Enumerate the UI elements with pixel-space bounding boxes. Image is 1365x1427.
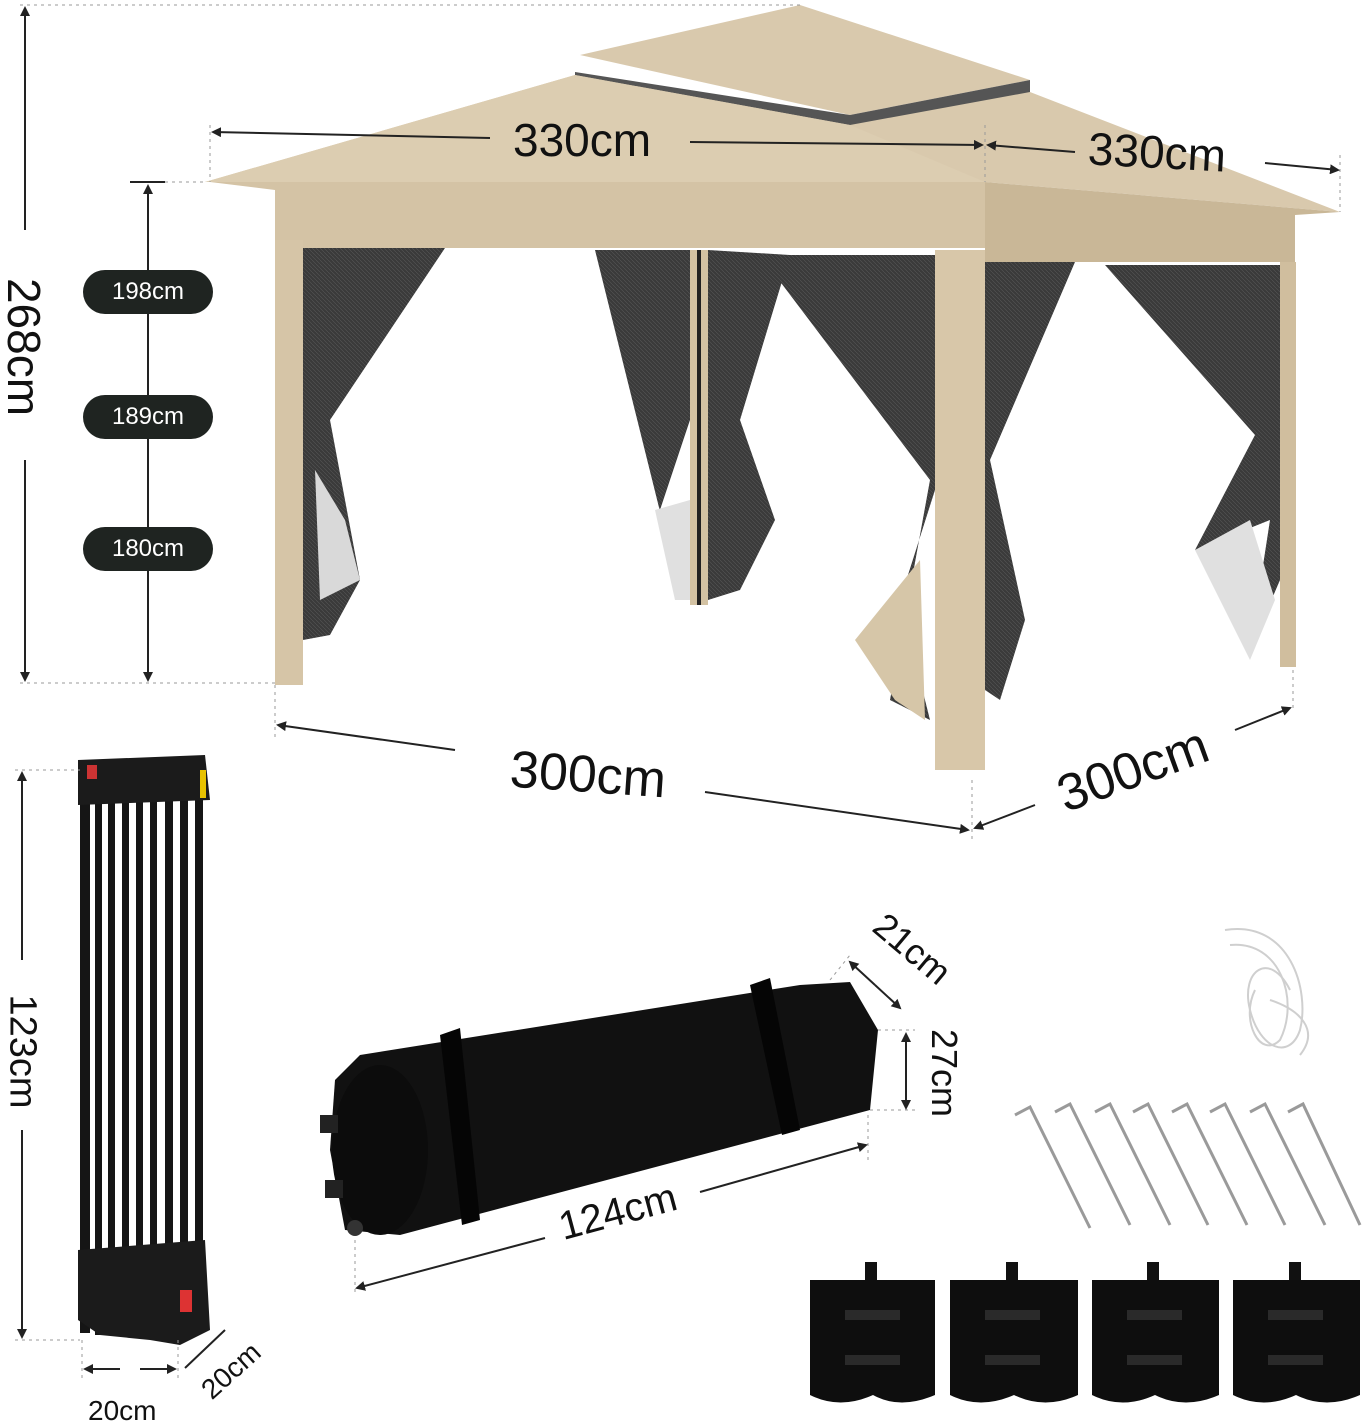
curtain-2 xyxy=(595,250,690,600)
carry-bag-illustration xyxy=(320,978,878,1236)
curtain-3 xyxy=(708,250,790,600)
gazebo-interior xyxy=(300,245,1285,565)
bag-dimension-lines xyxy=(354,954,915,1295)
sandbag-3 xyxy=(1092,1262,1219,1403)
sandbag-4 xyxy=(1233,1262,1360,1403)
roof-front-face xyxy=(205,75,985,182)
height-pill-198: 198cm xyxy=(83,270,213,314)
base-width-label: 300cm xyxy=(508,740,668,810)
leg-front-right xyxy=(935,250,985,770)
frame-width-label: 20cm xyxy=(88,1395,157,1426)
leg-front-left xyxy=(275,240,303,685)
sandbag-1 xyxy=(810,1262,935,1403)
valance-side xyxy=(985,182,1340,262)
total-height-label: 268cm xyxy=(0,277,51,417)
roof-vent xyxy=(580,5,1030,115)
gazebo-illustration xyxy=(205,5,1340,770)
center-pole xyxy=(697,250,701,605)
roof-width-label: 330cm xyxy=(513,114,652,166)
curtain-6 xyxy=(1105,265,1280,650)
curtain-trim-2 xyxy=(655,500,690,600)
leg-back-right xyxy=(1280,262,1296,667)
curtain-trim-3 xyxy=(855,560,925,720)
ground-stakes-illustration xyxy=(1014,1101,1362,1229)
frame-dimension-lines xyxy=(15,769,226,1380)
curtain-5 xyxy=(985,262,1075,700)
curtain-trim-1 xyxy=(315,470,360,600)
sandbag-2 xyxy=(950,1262,1078,1403)
valance-front xyxy=(210,182,985,248)
sandbags-illustration xyxy=(810,1262,1360,1403)
height-pill-189: 189cm xyxy=(83,395,213,439)
bag-height-label: 27cm xyxy=(924,1028,966,1118)
curtain-4 xyxy=(760,255,935,720)
folded-frame-illustration xyxy=(78,755,210,1345)
roof-depth-label: 330cm xyxy=(1086,122,1228,182)
height-pill-180: 180cm xyxy=(83,527,213,571)
frame-height-label: 123cm xyxy=(1,994,44,1109)
guy-rope-illustration xyxy=(1224,928,1310,1056)
curtain-trim-4 xyxy=(1195,520,1275,660)
